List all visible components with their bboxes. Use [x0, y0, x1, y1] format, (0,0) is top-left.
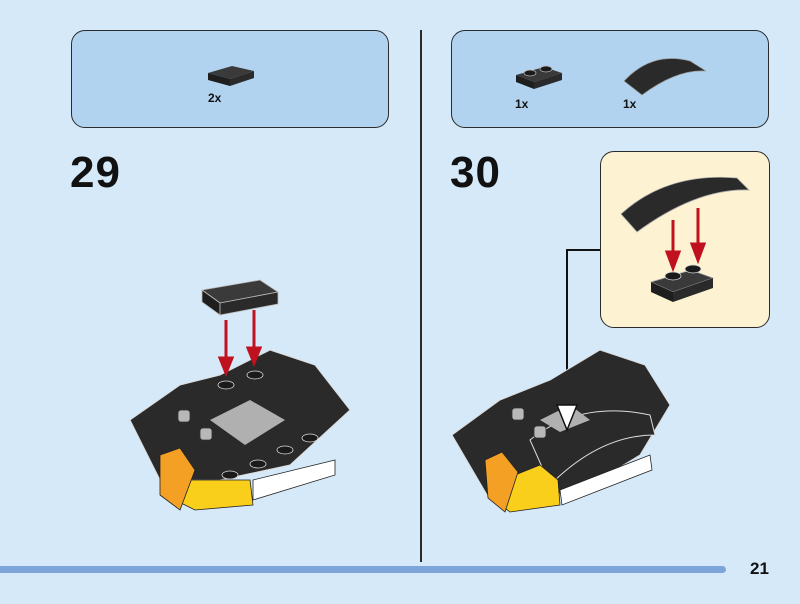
sub-assembly-callout — [600, 151, 770, 328]
parts-list-step-30: 1x 1x — [451, 30, 769, 128]
step-number: 30 — [450, 148, 501, 197]
down-arrows — [217, 310, 263, 378]
parts-list-step-29: 2x — [71, 30, 389, 128]
step-30-model-illustration — [451, 249, 671, 513]
step-divider — [420, 30, 422, 562]
down-arrows — [664, 208, 707, 273]
page-number: 21 — [750, 559, 769, 578]
curved-slope-part-icon — [623, 58, 707, 96]
tile-1x2-part-icon — [208, 66, 254, 86]
plate-1x2-part-icon — [516, 65, 562, 89]
callout-connector-line — [566, 249, 600, 410]
sub-assembly-illustration — [620, 176, 751, 302]
part-quantity: 2x — [208, 91, 222, 105]
tile-1x2-brick — [200, 279, 280, 316]
part-quantity: 1x — [623, 97, 637, 111]
step-29-model-illustration — [129, 279, 351, 511]
down-arrow-icon — [555, 404, 579, 433]
step-number: 29 — [70, 148, 121, 197]
part-quantity: 1x — [515, 97, 529, 111]
page-progress-bar — [0, 566, 726, 573]
